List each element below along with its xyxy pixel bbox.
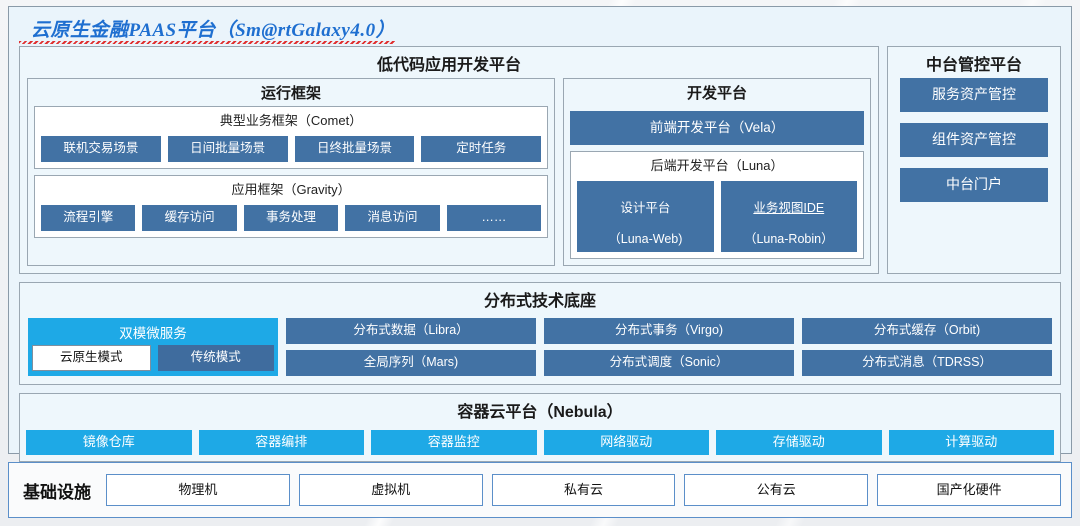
infrastructure-item-domestic-hardware[interactable]: 国产化硬件 (877, 474, 1061, 506)
nebula-item-monitoring[interactable]: 容器监控 (371, 429, 537, 455)
midcontrol-platform-header: 中台管控平台 (925, 57, 1022, 74)
upper-columns: 低代码应用开发平台 运行框架 典型业务框架（Comet） 联机交易场景 日间批量… (19, 46, 1061, 274)
midcontrol-item-service-asset[interactable]: 服务资产管控 (900, 78, 1048, 112)
dualmode-microservice-block: 双模微服务 云原生模式 传统模式 (28, 317, 278, 376)
design-platform-line2: （Luna-Web) (608, 231, 683, 246)
gravity-item-cache-access[interactable]: 缓存访问 (142, 205, 237, 231)
lowcode-platform-header: 低代码应用开发平台 (376, 57, 521, 74)
nebula-platform-header: 容器云平台（Nebula） (457, 403, 623, 421)
comet-group-header: 典型业务框架（Comet） (219, 113, 363, 128)
nebula-item-image-registry[interactable]: 镜像仓库 (26, 429, 192, 455)
nebula-item-network-driver[interactable]: 网络驱动 (543, 429, 709, 455)
comet-item-intraday-batch[interactable]: 日间批量场景 (167, 136, 288, 162)
nebula-items-row: 镜像仓库 容器编排 容器监控 网络驱动 存储驱动 计算驱动 (20, 425, 1060, 461)
gravity-group: 应用框架（Gravity） 流程引擎 缓存访问 事务处理 消息访问 …… (34, 175, 549, 238)
distributed-column-3: 分布式缓存（Orbit) 分布式消息（TDRSS） (802, 317, 1052, 376)
gravity-item-process-engine[interactable]: 流程引擎 (41, 205, 136, 231)
business-view-ide-line2: （Luna-Robin） (743, 231, 834, 246)
development-platform-panel: 开发平台 前端开发平台（Vela） 后端开发平台（Luna） 设计平台 （Lun (563, 78, 871, 266)
distributed-item-tdrss[interactable]: 分布式消息（TDRSS） (802, 349, 1052, 376)
infrastructure-label: 基础设施 (23, 482, 91, 502)
distributed-foundation-header: 分布式技术底座 (483, 292, 596, 310)
gravity-items-row: 流程引擎 缓存访问 事务处理 消息访问 …… (35, 200, 547, 237)
midcontrol-item-portal[interactable]: 中台门户 (900, 168, 1048, 202)
backend-group: 后端开发平台（Luna） 设计平台 （Luna-Web) (570, 151, 864, 259)
backend-item-design-platform[interactable]: 设计平台 （Luna-Web) (577, 181, 714, 252)
gravity-group-header: 应用框架（Gravity） (231, 182, 351, 197)
platform-title: 云原生金融PAAS平台（Sm@rtGalaxy4.0） (19, 13, 396, 46)
gravity-item-transaction[interactable]: 事务处理 (243, 205, 339, 231)
gravity-item-message-access[interactable]: 消息访问 (345, 205, 440, 231)
runtime-framework-header: 运行框架 (261, 85, 322, 102)
comet-item-scheduled-task[interactable]: 定时任务 (421, 136, 542, 162)
distributed-column-1: 分布式数据（Libra） 全局序列（Mars) (286, 317, 536, 376)
infrastructure-item-public-cloud[interactable]: 公有云 (684, 474, 869, 506)
distributed-grid: 双模微服务 云原生模式 传统模式 分布式数据（Libra） 全局序列（Mars)… (20, 314, 1060, 384)
distributed-item-mars[interactable]: 全局序列（Mars) (286, 349, 536, 376)
lowcode-platform-panel: 低代码应用开发平台 运行框架 典型业务框架（Comet） 联机交易场景 日间批量… (19, 46, 879, 274)
infrastructure-item-physical-machine[interactable]: 物理机 (106, 474, 290, 506)
backend-items-row: 设计平台 （Luna-Web) 业务视图IDE （Luna-Robin） (571, 176, 863, 258)
dualmode-item-cloud-native[interactable]: 云原生模式 (32, 344, 151, 371)
comet-item-eod-batch[interactable]: 日终批量场景 (294, 136, 415, 162)
dualmode-cell: 双模微服务 云原生模式 传统模式 (28, 317, 278, 376)
lowcode-columns: 运行框架 典型业务框架（Comet） 联机交易场景 日间批量场景 日终批量场景 … (20, 78, 878, 273)
infrastructure-item-virtual-machine[interactable]: 虚拟机 (298, 474, 483, 506)
comet-group: 典型业务框架（Comet） 联机交易场景 日间批量场景 日终批量场景 定时任务 (34, 106, 549, 169)
comet-item-online-trade[interactable]: 联机交易场景 (41, 136, 161, 162)
runtime-framework-panel: 运行框架 典型业务框架（Comet） 联机交易场景 日间批量场景 日终批量场景 … (27, 78, 556, 266)
distributed-item-orbit[interactable]: 分布式缓存（Orbit) (802, 317, 1052, 344)
nebula-platform-panel: 容器云平台（Nebula） 镜像仓库 容器编排 容器监控 网络驱动 存储驱动 计… (19, 392, 1061, 462)
development-platform-header: 开发平台 (687, 85, 748, 102)
distributed-item-sonic[interactable]: 分布式调度（Sonic） (544, 349, 794, 376)
nebula-item-compute-driver[interactable]: 计算驱动 (888, 429, 1054, 455)
infrastructure-item-private-cloud[interactable]: 私有云 (491, 474, 676, 506)
distributed-foundation-panel: 分布式技术底座 双模微服务 云原生模式 传统模式 分布式数据（Libra） 全局… (19, 281, 1061, 385)
distributed-item-libra[interactable]: 分布式数据（Libra） (286, 317, 536, 344)
distributed-item-virgo[interactable]: 分布式事务（Virgo) (544, 317, 794, 344)
infrastructure-panel: 基础设施 物理机 虚拟机 私有云 公有云 国产化硬件 (8, 462, 1072, 518)
platform-card: 云原生金融PAAS平台（Sm@rtGalaxy4.0） 低代码应用开发平台 运行… (8, 6, 1072, 462)
distributed-column-2: 分布式事务（Virgo) 分布式调度（Sonic） (544, 317, 794, 376)
frontend-platform-vela[interactable]: 前端开发平台（Vela） (570, 111, 864, 145)
nebula-item-storage-driver[interactable]: 存储驱动 (716, 429, 882, 455)
business-view-ide-line1: 业务视图IDE (753, 200, 825, 215)
comet-items-row: 联机交易场景 日间批量场景 日终批量场景 定时任务 (35, 131, 547, 168)
dualmode-item-traditional[interactable]: 传统模式 (157, 344, 274, 371)
gravity-item-more[interactable]: …… (446, 205, 542, 231)
nebula-item-orchestration[interactable]: 容器编排 (198, 429, 364, 455)
frontend-row: 前端开发平台（Vela） (564, 106, 870, 151)
dualmode-title: 双模微服务 (119, 325, 187, 341)
midcontrol-platform-panel: 中台管控平台 服务资产管控 组件资产管控 中台门户 (887, 46, 1061, 274)
midcontrol-item-component-asset[interactable]: 组件资产管控 (900, 123, 1048, 157)
design-platform-line1: 设计平台 (620, 200, 671, 215)
backend-group-header: 后端开发平台（Luna） (650, 158, 784, 173)
dualmode-items-row: 云原生模式 传统模式 (32, 344, 274, 371)
backend-item-business-view-ide[interactable]: 业务视图IDE （Luna-Robin） (720, 181, 857, 252)
